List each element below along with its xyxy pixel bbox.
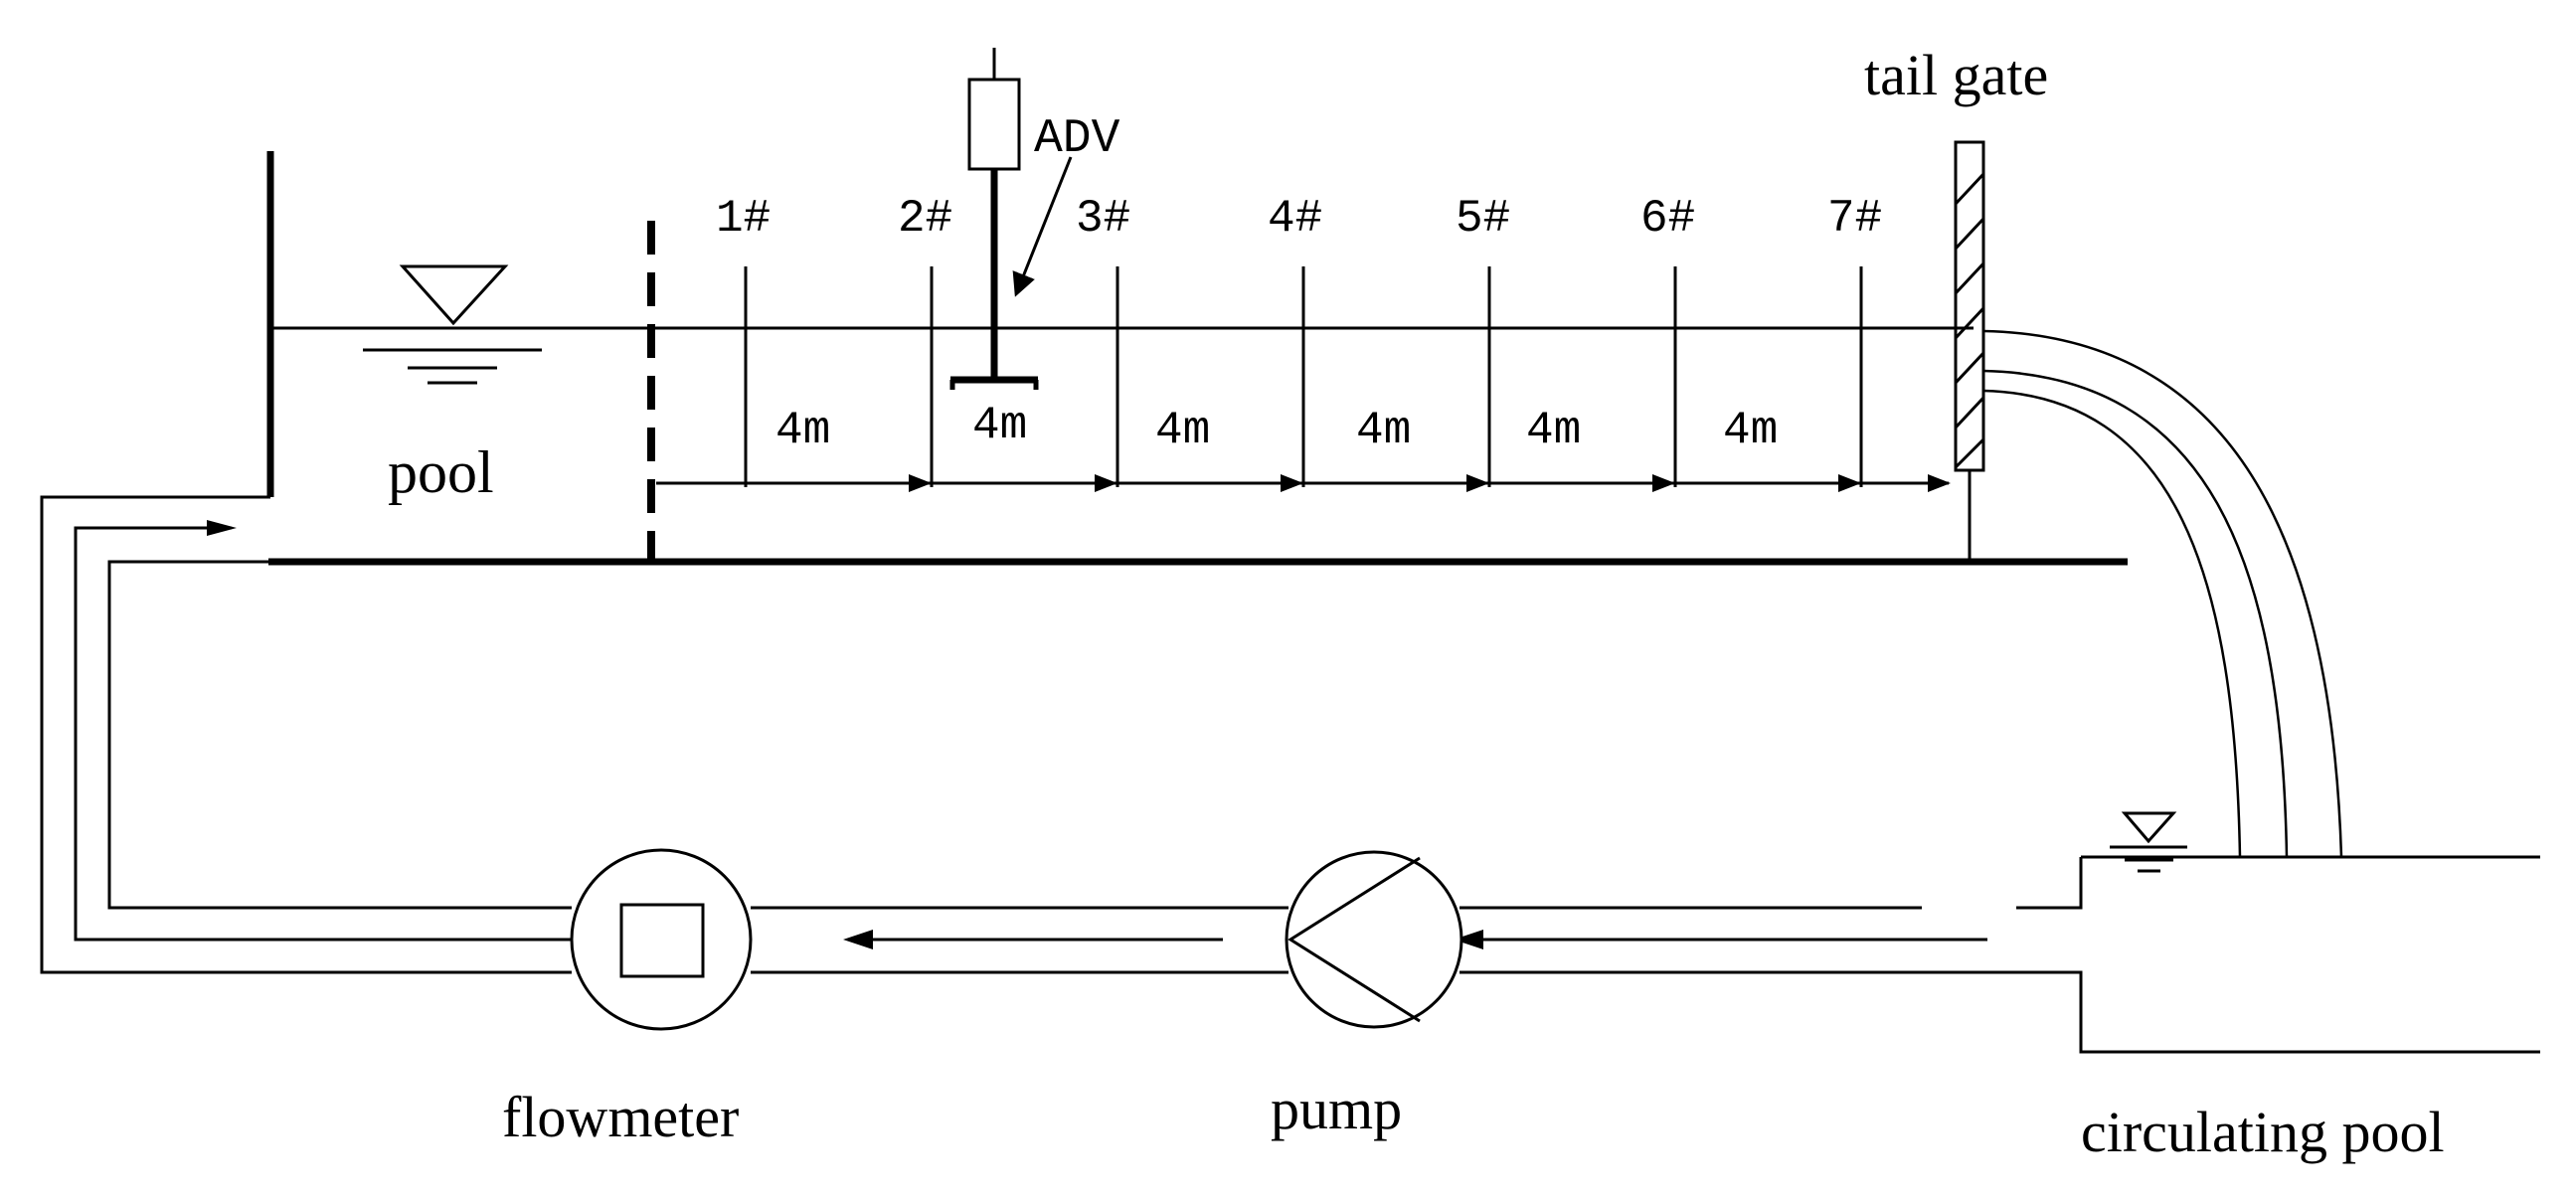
adv-label: ADV [1034,112,1120,166]
pump-label: pump [1271,1077,1402,1141]
measurement-sections: 1# 2# 3# 4# 5# 6# 7# [716,193,1882,487]
dimension-arrow-4 [1281,474,1303,492]
pipe-outer-left [40,495,572,974]
return-pipe [40,495,1987,974]
spacing-label-3: 4m [1155,405,1210,456]
pool-label: pool [388,439,494,505]
flow-arrow-to-flowmeter [843,930,873,949]
adv-pointer-arrow [1012,156,1073,297]
adv-body [967,78,1021,171]
pump-symbol [1288,856,1421,1023]
spacing-label-6: 4m [1723,405,1778,456]
section-label-4: 4# [1268,193,1322,245]
pipe-inner-left [107,560,572,910]
circulating-pool-lower-wall [1987,970,2540,1054]
section-label-5: 5# [1456,193,1510,245]
spacing-label-2: 4m [972,400,1027,451]
tail-gate: tail gate [1864,43,2048,562]
dimension-line: 4m 4m 4m 4m 4m 4m [656,400,1951,492]
flow-arrow-into-pool [207,520,237,536]
dimension-arrow-6 [1652,474,1675,492]
dimension-arrow-3 [1095,474,1117,492]
adv-probe: ADV [949,48,1120,390]
flowmeter-label: flowmeter [502,1085,739,1149]
water-level-symbol [363,264,542,385]
flowmeter: flowmeter [502,848,753,1149]
circulating-pool-upper-wall [2016,857,2083,910]
section-label-7: 7# [1827,193,1882,245]
pump: pump [1271,850,1463,1141]
circulating-pool-water-symbol [2110,811,2187,873]
circulating-pool: circulating pool [1987,811,2540,1164]
outflow-jet [1982,329,2343,858]
dimension-arrow-7 [1838,474,1861,492]
spacing-label-4: 4m [1356,405,1411,456]
dimension-arrow-5 [1466,474,1489,492]
section-label-3: 3# [1076,193,1130,245]
dimension-arrow-2 [909,474,932,492]
flow-arrow-into-pump [1454,930,1483,949]
section-label-2: 2# [898,193,952,245]
inlet-pool: pool [266,151,1974,559]
flowmeter-casing [570,848,753,1031]
pipe-middle-left [74,526,572,942]
flowmeter-display [619,903,705,978]
spacing-label-1: 4m [775,405,830,456]
section-label-6: 6# [1640,193,1695,245]
dimension-arrow-gate [1928,474,1951,492]
spacing-label-5: 4m [1526,405,1581,456]
circulating-pool-label: circulating pool [2081,1100,2445,1164]
section-label-1: 1# [716,193,771,245]
pump-casing [1285,850,1463,1029]
tail-gate-label: tail gate [1864,43,2048,107]
